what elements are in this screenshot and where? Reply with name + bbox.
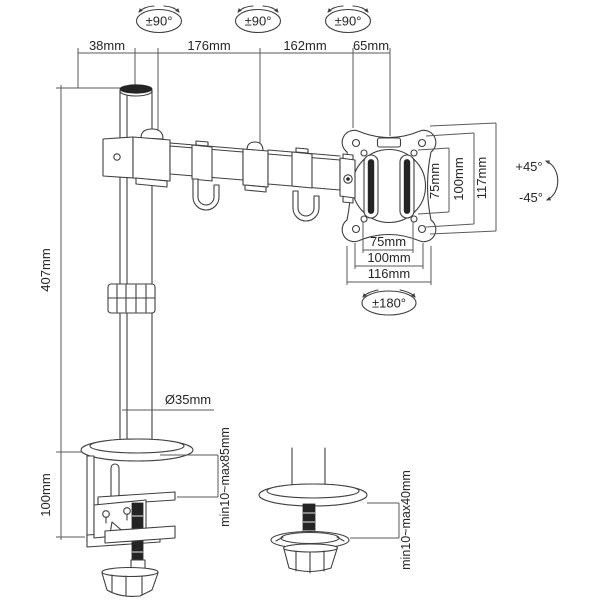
rotation-badge-1: ±90°	[135, 5, 183, 34]
rotation-label: ±90°	[245, 14, 272, 29]
rotate-arrow-left-icon	[138, 5, 155, 13]
extension-line	[429, 230, 497, 235]
swivel-label: ±180°	[372, 296, 406, 311]
joint-cap	[246, 141, 264, 152]
vesa-horizontal-dimensions: 75mm 100mm 116mm	[346, 222, 432, 285]
arm-left-block	[102, 136, 134, 179]
extension-line	[429, 122, 497, 127]
rotate-arrow-right-icon	[352, 5, 369, 13]
vesa-plate	[339, 129, 437, 243]
clamp-frame-side	[86, 455, 95, 543]
desk-clamp	[80, 438, 194, 597]
grommet-top-plate-rim	[266, 483, 360, 499]
arm-bracket-1	[191, 144, 213, 182]
joint-cap	[140, 128, 164, 140]
vesa-hole-outer	[351, 224, 361, 234]
tilt-arrow-icon	[545, 160, 559, 201]
vesa-top-tab	[376, 137, 402, 148]
vesa-hole-inner	[360, 215, 368, 223]
vesa-116mm-horizontal-label: 116mm	[368, 266, 410, 281]
vesa-vertical-dimensions: 75mm 100mm 117mm	[417, 122, 497, 235]
grommet-range-dimension: min10~max40mm	[350, 470, 413, 570]
tilt-down-label: -45°	[519, 190, 543, 205]
grommet-mount	[258, 447, 368, 574]
badge-ellipse	[361, 290, 417, 316]
clamp-guide-pin	[110, 463, 120, 501]
swivel-arrow-left-icon	[362, 289, 379, 298]
vesa-75mm-vertical-label: 75mm	[427, 163, 442, 199]
bracket-tab	[195, 140, 209, 147]
pole-clamp-flange	[135, 177, 168, 188]
cable-hook-1	[192, 178, 220, 211]
badge-ellipse	[324, 8, 372, 34]
clamp-lower-jaw	[104, 525, 176, 544]
height-dimensions: 407mm 100mm	[38, 85, 120, 540]
tilt-joint-screw	[343, 174, 353, 184]
vesa-hole-outer	[417, 138, 427, 148]
grommet-cup-top	[282, 543, 339, 553]
extension-line	[425, 132, 475, 137]
rotate-arrow-left-icon	[237, 5, 254, 13]
vesa-hole-inner	[360, 149, 368, 157]
rotate-arrow-right-icon	[262, 5, 279, 13]
vesa-117mm-vertical-label: 117mm	[474, 157, 489, 199]
vesa-hole-inner	[410, 149, 418, 157]
cable-hook-2	[292, 190, 320, 222]
pole-height-label: 407mm	[38, 248, 53, 291]
pole-cap-rim	[119, 90, 153, 97]
badge-ellipse	[135, 8, 183, 34]
clamp-range-label: min10~max85mm	[218, 427, 232, 527]
vesa-hole-outer	[351, 138, 361, 148]
clamp-top-plate-rim	[89, 438, 185, 454]
clamp-range-dimension: min10~max85mm	[160, 427, 232, 527]
rotate-arrow-right-icon	[163, 5, 180, 13]
vesa-75mm-horizontal-label: 75mm	[370, 234, 406, 249]
dim-label-176mm: 176mm	[187, 38, 230, 53]
vesa-slot-left-stripe	[367, 159, 375, 214]
dim-label-65mm: 65mm	[353, 38, 389, 53]
clamp-upper-jaw	[97, 491, 176, 506]
pole-collar	[107, 283, 156, 314]
vesa-hole-inner	[410, 215, 418, 223]
mid-joint-clamp	[242, 148, 269, 188]
knob-body	[101, 572, 159, 597]
badge-ellipse	[234, 8, 282, 34]
top-dimension-chain: 38mm 176mm 162mm 65mm	[77, 38, 391, 144]
diameter-callout: Ø35mm	[122, 392, 214, 411]
vesa-100mm-vertical-label: 100mm	[451, 157, 466, 200]
clamp-height-label: 100mm	[38, 473, 53, 516]
rotation-label: ±90°	[335, 14, 362, 29]
rotate-arrow-left-icon	[327, 5, 344, 13]
wing-spoke	[336, 536, 345, 542]
wing-spoke	[275, 536, 284, 542]
pole-diameter-label: Ø35mm	[165, 392, 211, 407]
pole-clamp	[132, 136, 171, 182]
swivel-badge: ±180°	[361, 289, 417, 316]
arm	[102, 128, 341, 222]
swivel-arrow-right-icon	[399, 289, 416, 298]
rotation-label: ±90°	[146, 14, 173, 29]
arm-bracket-2	[291, 151, 313, 189]
tilt-annotation: +45° -45°	[515, 159, 559, 205]
knob-top	[101, 566, 159, 578]
extension-line	[425, 223, 475, 228]
tilt-up-label: +45°	[515, 159, 542, 174]
rotation-badge-2: ±90°	[234, 5, 282, 34]
mid-joint-flange	[244, 184, 267, 193]
grommet-wing-inner	[280, 531, 340, 545]
vesa-slot-right-stripe	[403, 159, 411, 214]
tilt-joint-screw-center	[346, 177, 350, 181]
dim-label-38mm: 38mm	[89, 38, 125, 53]
bracket-tab	[295, 147, 309, 154]
dim-label-162mm: 162mm	[283, 38, 326, 53]
extension-line	[417, 211, 450, 215]
vesa-hole-outer	[417, 224, 427, 234]
extension-line	[417, 147, 450, 151]
screw-hole	[113, 153, 121, 161]
rotation-badge-3: ±90°	[324, 5, 372, 34]
pole-top-cap	[119, 84, 153, 94]
grommet-range-label: min10~max40mm	[399, 470, 413, 570]
vesa-100mm-horizontal-label: 100mm	[367, 250, 410, 265]
